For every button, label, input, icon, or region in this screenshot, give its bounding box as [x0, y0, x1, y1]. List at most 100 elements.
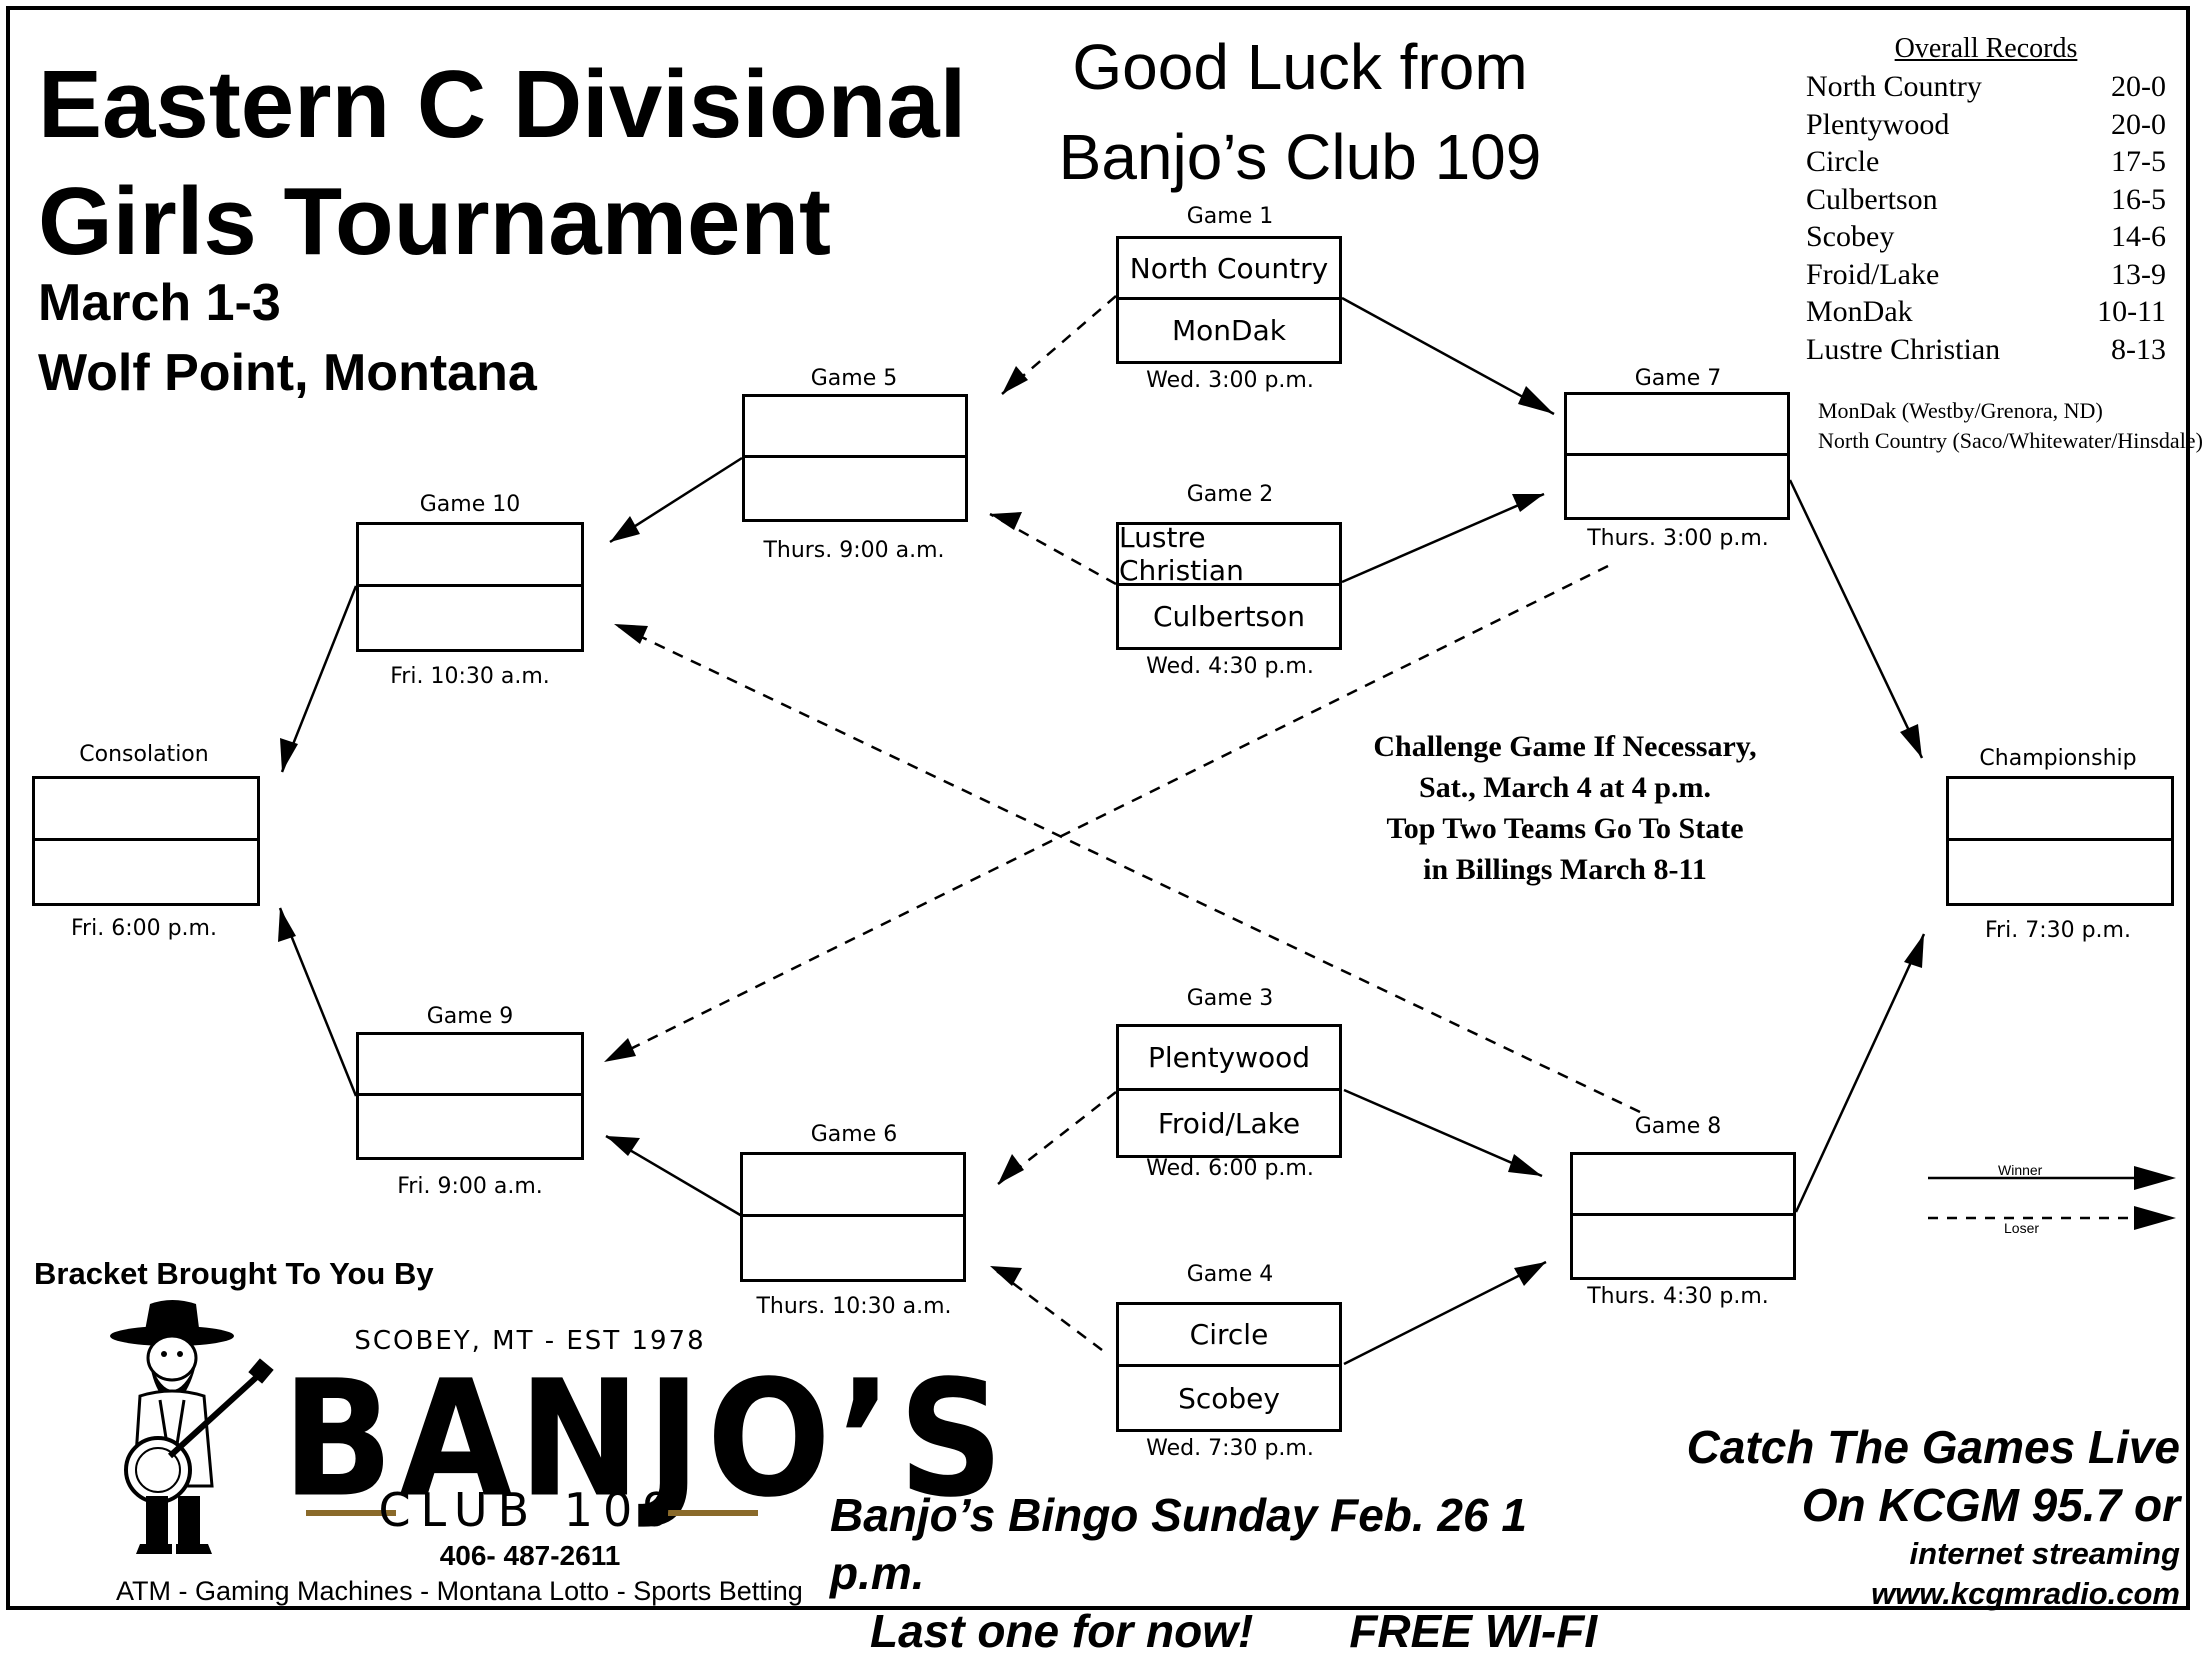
game-8-box	[1570, 1152, 1796, 1280]
game-7-box	[1564, 392, 1790, 520]
team-notes: MonDak (Westby/Grenora, ND) North Countr…	[1818, 396, 2203, 456]
record-value: 20-0	[2111, 70, 2166, 103]
challenge-line: Sat., March 4 at 4 p.m.	[1419, 771, 1711, 804]
arrowhead	[606, 1136, 640, 1156]
record-value: 13-9	[2111, 257, 2166, 291]
tournament-subtitle: March 1-3 Wolf Point, Montana	[38, 268, 537, 408]
arrowhead	[604, 1038, 636, 1062]
arrowhead	[1904, 934, 1924, 968]
game-2-time: Wed. 4:30 p.m.	[1146, 654, 1314, 679]
good-luck-message: Good Luck from Banjo’s Club 109	[1000, 22, 1600, 202]
arrowhead	[1900, 724, 1922, 758]
record-team: MonDak	[1806, 295, 1913, 328]
game-9-time: Fri. 9:00 a.m.	[397, 1174, 543, 1199]
consolation-time: Fri. 6:00 p.m.	[71, 916, 217, 941]
tournament-dates: March 1-3	[38, 274, 281, 332]
legend-loser-arrowhead	[2134, 1206, 2176, 1230]
team-note: North Country (Saco/Whitewater/Hinsdale)	[1818, 428, 2203, 453]
game-1-box: North Country MonDak	[1116, 236, 1342, 364]
record-team: Circle	[1806, 145, 1880, 178]
bracket-sponsor-heading: Bracket Brought To You By	[34, 1256, 434, 1291]
championship-slot-1	[1949, 779, 2171, 841]
championship-time: Fri. 7:30 p.m.	[1985, 918, 2131, 943]
game-2-team-2: Culbertson	[1152, 600, 1306, 633]
challenge-game-note: Challenge Game If Necessary, Sat., March…	[1290, 726, 1840, 890]
consolation-slot-2	[35, 841, 257, 903]
arrowhead	[610, 516, 640, 542]
record-value: 17-5	[2111, 145, 2166, 178]
game-8-time: Thurs. 4:30 p.m.	[1587, 1284, 1769, 1309]
club-left-rule	[306, 1510, 396, 1516]
legend-winner-label: Winner	[1998, 1162, 2043, 1178]
challenge-line: in Billings March 8-11	[1423, 853, 1707, 886]
record-value: 8-13	[2111, 332, 2166, 366]
consolation-label: Consolation	[79, 742, 209, 767]
bingo-line: Banjo’s Bingo Sunday Feb. 26 1 p.m.	[830, 1489, 1527, 1599]
game-2-label: Game 2	[1186, 482, 1274, 507]
record-value: 14-6	[2111, 220, 2166, 253]
records-title: Overall Records	[1894, 33, 2078, 64]
record-row: Circle 17-5	[1806, 143, 2166, 181]
arrowhead	[1518, 386, 1554, 414]
banjos-services: ATM - Gaming Machines - Montana Lotto - …	[116, 1576, 803, 1606]
game-3-time: Wed. 6:00 p.m.	[1146, 1156, 1314, 1181]
club-right-rule	[668, 1510, 758, 1516]
radio-website: www.kcgmradio.com	[1871, 1576, 2180, 1611]
game-10-slot-2	[359, 587, 581, 649]
game-1-team-2: MonDak	[1172, 314, 1286, 347]
winner-arrow	[1343, 1088, 1543, 1178]
game-10-slot-1	[359, 525, 581, 587]
game-1-team-1: North Country	[1119, 239, 1339, 300]
game-10-box	[356, 522, 584, 652]
record-team: Plentywood	[1806, 107, 1950, 141]
game-9-slot-2	[359, 1096, 581, 1157]
game-5-slot-2	[745, 458, 965, 519]
team-note: MonDak (Westby/Grenora, ND)	[1818, 398, 2103, 423]
game-6-slot-1	[743, 1155, 963, 1217]
radio-line-3: internet streaming	[1909, 1536, 2180, 1571]
game-10-time: Fri. 10:30 a.m.	[390, 664, 550, 689]
bingo-last-one: Last one for now!	[870, 1605, 1254, 1657]
winner-arrow	[1341, 492, 1545, 584]
game-3-box: Plentywood Froid/Lake	[1116, 1024, 1342, 1158]
free-wifi: FREE WI-FI	[1349, 1605, 1598, 1657]
winner-arrow	[1343, 1260, 1547, 1366]
consolation-box	[32, 776, 260, 906]
loser-arrow	[989, 1265, 1103, 1351]
game-8-label: Game 8	[1634, 1114, 1722, 1139]
record-value: 20-0	[2111, 107, 2166, 141]
game-1-label: Game 1	[1186, 204, 1274, 229]
game-3-team-1: Plentywood	[1119, 1027, 1339, 1091]
game-6-slot-2	[743, 1217, 963, 1279]
arrowhead	[1508, 1154, 1542, 1176]
game-4-box: Circle Scobey	[1116, 1302, 1342, 1432]
legend-winner-arrowhead	[2134, 1166, 2176, 1190]
winner-arrow	[278, 907, 358, 1097]
game-2-box: Lustre Christian Culbertson	[1116, 521, 1342, 650]
record-row: Plentywood 20-0	[1806, 106, 2166, 144]
game-7-slot-2	[1567, 456, 1787, 517]
winner-arrow	[1341, 296, 1555, 416]
game-4-time: Wed. 7:30 p.m.	[1146, 1436, 1314, 1461]
loser-arrow	[603, 564, 1609, 1064]
record-value: 16-5	[2111, 182, 2166, 216]
radio-line-2: On KCGM 95.7 or	[1801, 1479, 2180, 1531]
championship-label: Championship	[1979, 746, 2137, 771]
game-3-label: Game 3	[1186, 986, 1274, 1011]
game-7-slot-1	[1567, 395, 1787, 456]
tournament-title: Eastern C Divisional Girls Tournament	[38, 46, 966, 280]
game-4-label: Game 4	[1186, 1262, 1274, 1287]
bingo-announcement: Banjo’s Bingo Sunday Feb. 26 1 p.m. Last…	[830, 1486, 1630, 1660]
game-7-time: Thurs. 3:00 p.m.	[1587, 526, 1769, 551]
legend-loser-label: Loser	[2004, 1220, 2040, 1236]
game-5-label: Game 5	[810, 366, 898, 391]
game-9-box	[356, 1032, 584, 1160]
championship-box	[1946, 776, 2174, 906]
winner-arrow	[1794, 933, 1926, 1213]
winner-arrow	[1788, 479, 1924, 759]
game-9-label: Game 9	[426, 1004, 514, 1029]
